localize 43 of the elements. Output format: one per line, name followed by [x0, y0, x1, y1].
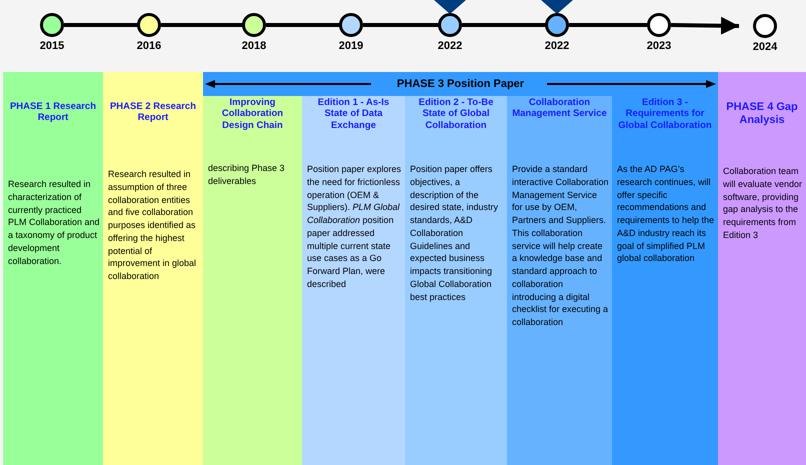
phase-column — [203, 96, 302, 465]
column-description: Research resulted in assumption of three collaboration entities and five collaboration purposes identified as offering the highest potential of improvement in global collaboration — [108, 168, 198, 283]
phase-column — [612, 96, 718, 465]
milestone-circle — [137, 13, 161, 37]
column-heading: PHASE 1 Research Report — [8, 101, 98, 124]
phase-column — [103, 72, 203, 465]
milestone-circle — [545, 13, 569, 37]
year-label: 2023 — [646, 40, 672, 52]
milestone-circle — [339, 13, 363, 37]
column-heading: PHASE 2 Research Report — [108, 101, 198, 124]
column-heading: Edition 1 - As-Is State of Data Exchange — [316, 97, 390, 132]
column-description: Research resulted in characterization of currently practiced PLM Collaboration and a taxonomy of product development collaboration. — [8, 178, 100, 268]
phase-banner — [203, 72, 718, 96]
year-label: 2016 — [136, 40, 162, 52]
column-heading: Edition 2 - To-Be State of Global Collaboration — [418, 97, 494, 132]
phase-column — [405, 96, 507, 465]
milestone-circle — [438, 13, 462, 37]
year-label: 2018 — [240, 40, 268, 52]
milestone-circle — [242, 13, 266, 37]
column-description: describing Phase 3 deliverables — [208, 162, 286, 188]
column-description: Position paper explores the need for frictionless operation (OEM & Suppliers). PLM Global Collaboration position paper addressed multiple current state use cases as a Go Forward Plan, were described — [307, 163, 402, 291]
year-label: 2019 — [338, 40, 364, 52]
column-description: Position paper offers objectives, a description of the desired state, industry standards, A&D Collaboration Guidelines and expected business impacts transitioning Global Collaboration best practices — [410, 163, 500, 304]
column-heading: PHASE 4 Gap Analysis — [725, 101, 799, 128]
column-heading: Collaboration Management Service — [511, 97, 608, 120]
phase-column — [3, 72, 103, 465]
year-label: 2024 — [752, 41, 778, 53]
phase-column — [507, 96, 612, 465]
phase-column — [718, 72, 806, 465]
column-description: Collaboration team will evaluate vendor software, providing gap analysis to the requirements from Edition 3 — [723, 165, 803, 242]
phase-column — [302, 96, 405, 465]
timeline-arrow — [670, 16, 740, 35]
milestone-circle — [753, 14, 777, 38]
column-heading: Edition 3 - Requirements for Global Collaboration — [617, 97, 713, 132]
year-label: 2022 — [436, 40, 464, 52]
column-description: Provide a standard interactive Collaboration Management Service for use by OEM, Partners and Suppliers. This collaboration service will help create a knowledge base and standard approach to collaboration introducing a digital checklist for executing a collaboration — [512, 163, 609, 329]
milestone-circle — [40, 13, 64, 37]
year-label: 2015 — [38, 40, 66, 52]
column-heading: Improving Collaboration Design Chain — [220, 97, 284, 132]
milestone-circle — [647, 13, 671, 37]
year-label: 2022 — [544, 40, 570, 52]
banner-title: PHASE 3 Position Paper — [396, 78, 524, 90]
column-description: As the AD PAG’s research continues, will offer specific recommendations and requirements to help the A&D industry reach its goal of simplified PLM global collaboration — [617, 163, 715, 266]
